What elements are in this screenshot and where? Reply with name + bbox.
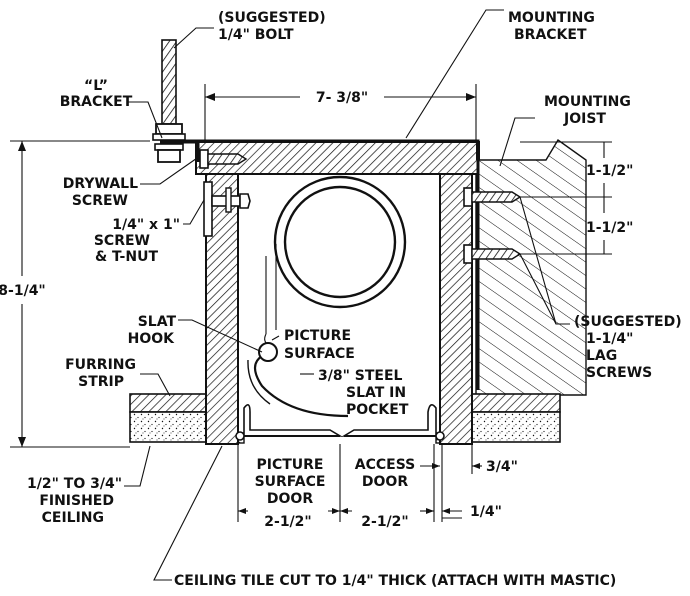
label-finished-ceiling-3: CEILING xyxy=(42,510,104,526)
label-screw-tnut-3: & T-NUT xyxy=(95,249,158,265)
label-dim-2-5-left: 2-1/2" xyxy=(264,514,311,530)
label-furring-strip-2: STRIP xyxy=(78,374,124,390)
ceiling-left xyxy=(129,393,245,444)
label-picture-surface-1: PICTURE xyxy=(284,328,351,344)
l-bracket xyxy=(160,140,200,162)
slat-hook xyxy=(247,342,349,418)
label-drywall-screw-1: DRYWALL xyxy=(63,176,138,192)
joist-spacing-dimension xyxy=(520,141,612,255)
label-dim-1-5-top: 1-1/2" xyxy=(586,163,633,179)
label-picture-door-2: SURFACE xyxy=(255,474,326,490)
label-lag-screws-2: 1-1/4" xyxy=(586,331,633,347)
label-lag-screws-1: (SUGGESTED) xyxy=(574,314,682,330)
label-mounting-bracket-1: MOUNTING xyxy=(508,10,595,26)
label-lag-screws-4: SCREWS xyxy=(586,365,652,381)
label-l-bracket-2: BRACKET xyxy=(60,94,133,110)
label-lag-screws-3: LAG xyxy=(586,348,617,364)
door-width-dimensions xyxy=(237,444,462,522)
three-quarter-dimension xyxy=(420,444,482,474)
label-drywall-screw-2: SCREW xyxy=(72,193,128,209)
label-steel-slat-1: 3/8" STEEL xyxy=(318,368,403,384)
labels: (SUGGESTED) 1/4" BOLT MOUNTING BRACKET “… xyxy=(0,10,682,589)
label-steel-slat-2: SLAT IN xyxy=(346,385,406,401)
label-mounting-joist-1: MOUNTING xyxy=(544,94,631,110)
label-access-door-1: ACCESS xyxy=(355,457,415,473)
width-dimension xyxy=(204,84,477,140)
label-mounting-joist-2: JOIST xyxy=(563,111,606,127)
label-mounting-bracket-2: BRACKET xyxy=(514,27,587,43)
label-dim-3-4: 3/4" xyxy=(486,459,518,475)
label-ceiling-tile-note: CEILING TILE CUT TO 1/4" THICK (ATTACH W… xyxy=(174,573,616,589)
label-height-dim: 8-1/4" xyxy=(0,283,46,299)
label-dim-1-5-bottom: 1-1/2" xyxy=(586,220,633,236)
picture-surface-door-part xyxy=(243,404,343,437)
mounting-bracket xyxy=(162,139,480,390)
label-screw-tnut-2: SCREW xyxy=(94,233,150,249)
label-steel-slat-3: POCKET xyxy=(346,402,409,418)
label-furring-strip-1: FURRING xyxy=(65,357,136,373)
label-finished-ceiling-2: FINISHED xyxy=(39,493,114,509)
access-door-part xyxy=(341,404,437,437)
height-dimension xyxy=(10,140,150,448)
label-suggested-bolt-2: 1/4" BOLT xyxy=(218,27,294,43)
label-picture-surface-2: SURFACE xyxy=(284,346,355,362)
label-access-door-2: DOOR xyxy=(362,474,408,490)
label-dim-1-4: 1/4" xyxy=(470,504,502,520)
label-finished-ceiling-1: 1/2" TO 3/4" xyxy=(27,476,122,492)
label-slat-hook-2: HOOK xyxy=(128,331,176,347)
suggested-bolt xyxy=(152,39,186,163)
screw-and-tnut xyxy=(203,181,251,237)
lag-screws xyxy=(463,187,522,264)
picture-surface-fabric xyxy=(264,244,277,347)
door-hinges xyxy=(235,431,445,441)
label-picture-door-1: PICTURE xyxy=(256,457,323,473)
label-width-dim: 7- 3/8" xyxy=(316,90,368,106)
housing xyxy=(195,141,479,445)
screen-roll xyxy=(273,175,407,309)
drywall-screw xyxy=(199,149,248,169)
label-suggested-bolt-1: (SUGGESTED) xyxy=(218,10,326,26)
label-screw-tnut-1: 1/4" x 1" xyxy=(112,217,180,233)
mounting-joist xyxy=(475,138,587,396)
leader-lines xyxy=(124,9,570,581)
label-dim-2-5-right: 2-1/2" xyxy=(361,514,408,530)
label-slat-hook-1: SLAT xyxy=(138,314,177,330)
label-l-bracket-1: “L” xyxy=(84,78,108,94)
label-picture-door-3: DOOR xyxy=(267,491,313,507)
